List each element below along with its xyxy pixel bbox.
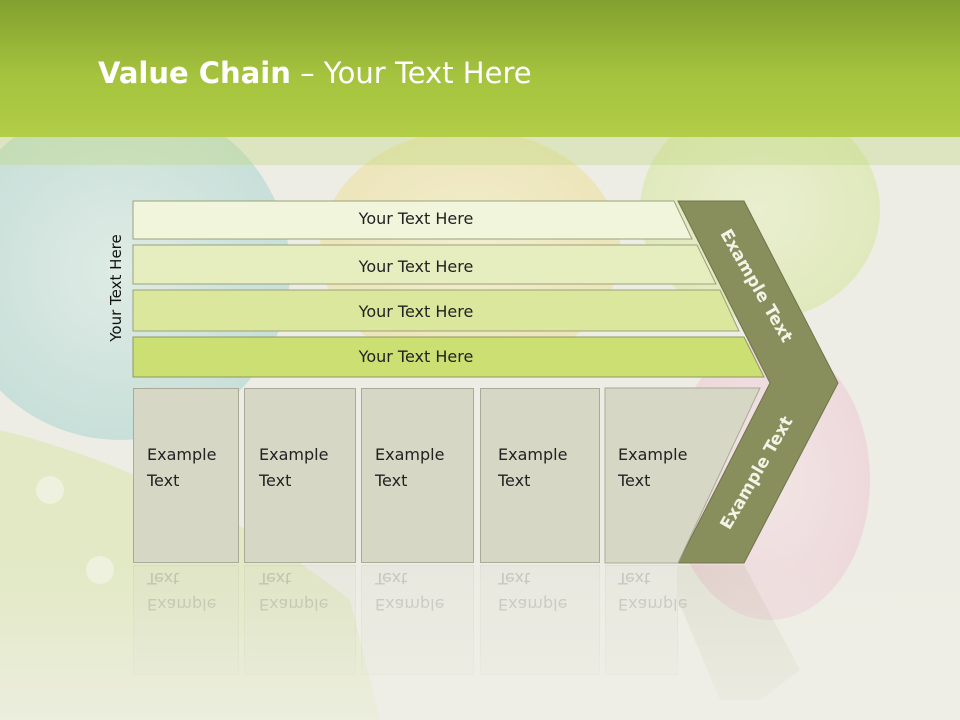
side-label: Your Text Here xyxy=(107,234,125,342)
bar-label-3: Your Text Here xyxy=(358,302,474,321)
title-bold: Value Chain xyxy=(98,56,291,90)
reflection-fade xyxy=(0,560,960,720)
header-band xyxy=(0,0,960,137)
bar-label-2: Your Text Here xyxy=(358,257,474,276)
bar-label-4: Your Text Here xyxy=(358,347,474,366)
column-box-4 xyxy=(480,388,600,563)
bar-label-1: Your Text Here xyxy=(358,209,474,228)
column-box-1 xyxy=(133,388,239,563)
column-box-2 xyxy=(244,388,356,563)
slide-title: Value Chain – Your Text Here xyxy=(98,56,532,90)
column-box-3 xyxy=(361,388,474,563)
title-rest: – Your Text Here xyxy=(290,56,532,90)
header-light-strip xyxy=(0,137,960,165)
